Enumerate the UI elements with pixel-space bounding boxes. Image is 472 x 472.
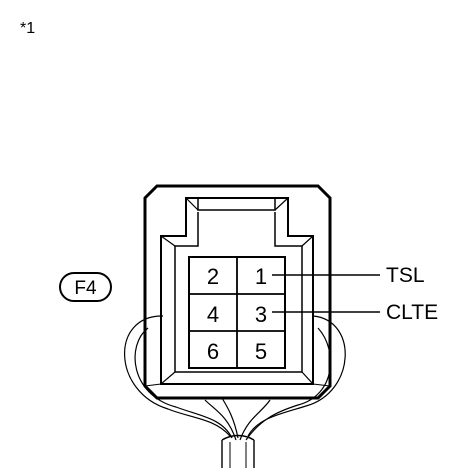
inner-bevel-left (160, 235, 176, 247)
pin-2-label: 2 (207, 264, 219, 289)
harness-bundle-inner (229, 442, 247, 468)
note-marker: *1 (20, 20, 36, 37)
connector-code-label: F4 (74, 278, 97, 299)
pin-5-label: 5 (255, 339, 267, 364)
pin-labels: 2 1 4 3 6 5 (207, 264, 267, 364)
lock-tab-edge-right (274, 197, 289, 211)
harness-wire-right-inner (245, 327, 332, 441)
connector-housing (143, 184, 332, 400)
harness-wire-left-outer (124, 315, 231, 437)
connector-code-badge (59, 272, 112, 302)
outer-bevel-bottom-left (144, 383, 162, 387)
inner-bevel-bottom-left (160, 371, 176, 385)
harness-wire-left-inner (134, 327, 233, 439)
harness-wire-center-a (204, 399, 237, 441)
harness-wire-center-c (221, 397, 239, 439)
lock-tab (197, 198, 276, 211)
inner-bevel-right (301, 235, 314, 247)
pin-4-label: 4 (207, 302, 219, 327)
lock-tab-edge-left (185, 197, 199, 211)
harness-wire-center-b (239, 399, 271, 441)
pin-1-label: 1 (255, 264, 267, 289)
pin-6-label: 6 (207, 339, 219, 364)
harness-bundle (221, 434, 255, 468)
pin-3-label: 3 (255, 302, 267, 327)
inner-channel (174, 212, 303, 373)
callout-label-tsl: TSL (386, 264, 425, 287)
callout-label-clte: CLTE (386, 301, 438, 324)
inner-bevel-bottom-right (301, 371, 314, 385)
outer-bevel-bottom-right (312, 383, 331, 387)
